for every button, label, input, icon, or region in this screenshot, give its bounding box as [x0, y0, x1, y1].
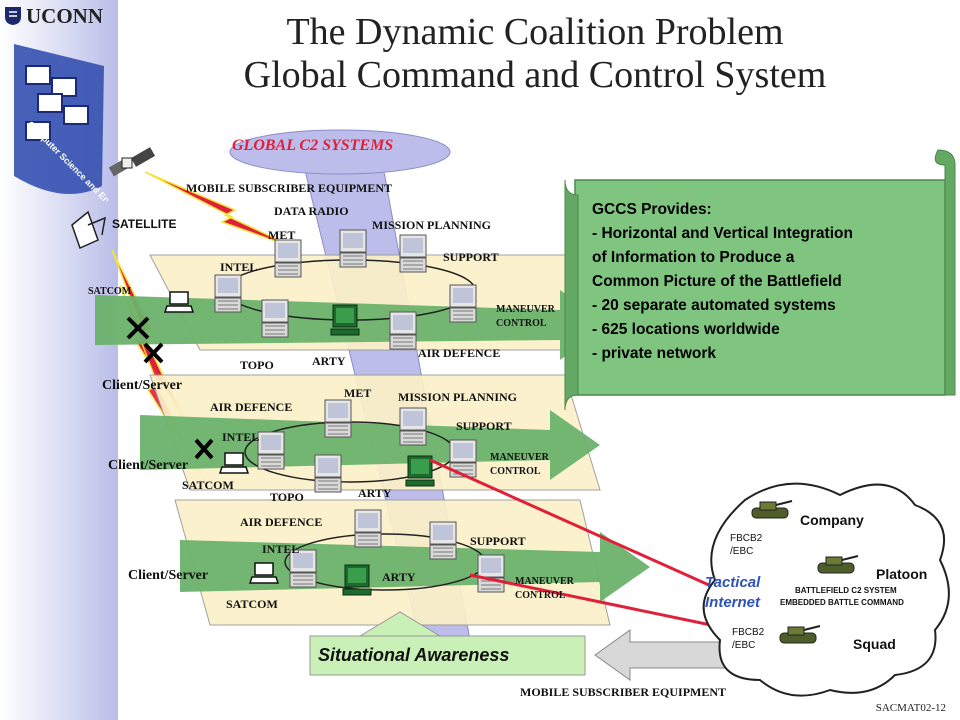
l2-topo: TOPO: [270, 490, 304, 504]
l3-satcom: SATCOM: [226, 597, 278, 611]
satellite-label: SATELLITE: [112, 217, 177, 231]
brand-name: UCONN: [26, 4, 103, 28]
l2-air-defence: AIR DEFENCE: [210, 400, 293, 414]
l1-support: SUPPORT: [443, 250, 499, 264]
computer-science-logo: Computer Science and Engineering: [14, 44, 116, 201]
page-title-line2: Global Command and Control System: [243, 54, 827, 96]
l1-air-defence: AIR DEFENCE: [418, 346, 501, 360]
page-title-line1: The Dynamic Coalition Problem: [286, 11, 784, 53]
uconn-seal-icon: [4, 6, 22, 26]
gccs-line-5: - 625 locations worldwide: [592, 321, 780, 338]
l2-satcom: SATCOM: [182, 478, 234, 492]
l3-air-defence: AIR DEFENCE: [240, 515, 323, 529]
cloud-squad: Squad: [853, 636, 896, 652]
broken-link-x-marks: [126, 316, 214, 460]
l2-arty: ARTY: [358, 486, 392, 500]
gccs-line-4: - 20 separate automated systems: [592, 297, 836, 314]
gccs-line-3: Common Picture of the Battlefield: [592, 273, 842, 290]
l1-maneuver-control: MANEUVER CONTROL: [496, 304, 555, 329]
l3-support: SUPPORT: [470, 534, 526, 548]
global-c2-banner: GLOBAL C2 SYSTEMS: [232, 137, 394, 154]
l1-arty: ARTY: [312, 354, 346, 368]
gccs-heading: GCCS Provides:: [592, 201, 712, 218]
data-radio-label: DATA RADIO: [274, 204, 349, 218]
satellite-icon: [108, 147, 156, 177]
gccs-line-6: - private network: [592, 345, 717, 362]
satcom-label-top: SATCOM: [88, 286, 132, 297]
tactical-links: [429, 458, 736, 632]
gccs-text-box: GCCS Provides: - Horizontal and Vertical…: [592, 198, 947, 366]
cloud-company: Company: [800, 512, 864, 528]
mse-return-arrow: [594, 629, 731, 681]
l2-mission-planning: MISSION PLANNING: [398, 390, 518, 404]
battlefield-c2-line1: BATTLEFIELD C2 SYSTEM: [795, 586, 897, 595]
brand-uconn: UCONN: [4, 4, 103, 29]
cloud-fbcb2-top: FBCB2 /EBC: [730, 533, 763, 557]
l1-mission-planning: MISSION PLANNING: [372, 218, 492, 232]
l2-client-server: Client/Server: [108, 458, 189, 473]
situational-awareness-label: Situational Awareness: [318, 645, 510, 665]
tactical-internet-cloud: [702, 482, 950, 697]
l2-maneuver-control: MANEUVER CONTROL: [490, 452, 549, 477]
l1-client-server: Client/Server: [102, 378, 183, 393]
satellite-dish-icon: [71, 210, 106, 250]
cloud-fbcb2-bottom: FBCB2 /EBC: [732, 627, 765, 651]
l3-arty: ARTY: [382, 570, 416, 584]
l2-met: MET: [344, 386, 372, 400]
cloud-platoon: Platoon: [876, 566, 928, 582]
l1-met: MET: [268, 228, 296, 242]
l3-intel: INTEL: [262, 542, 300, 556]
tactical-internet-label: Tactical Internet: [705, 574, 761, 611]
gccs-line-2: of Information to Produce a: [592, 249, 795, 266]
l2-intel: INTEL: [222, 430, 260, 444]
battlefield-c2-line2: EMBEDDED BATTLE COMMAND: [780, 598, 904, 607]
gccs-line-1: - Horizontal and Vertical Integration: [592, 225, 853, 242]
mse-label-top: MOBILE SUBSCRIBER EQUIPMENT: [186, 181, 393, 195]
l1-topo: TOPO: [240, 358, 274, 372]
mse-label-bottom: MOBILE SUBSCRIBER EQUIPMENT: [520, 685, 727, 699]
l2-support: SUPPORT: [456, 419, 512, 433]
l3-client-server: Client/Server: [128, 568, 209, 583]
l3-maneuver-control: MANEUVER CONTROL: [515, 576, 574, 601]
slide-ref: SACMAT02-12: [875, 702, 946, 714]
situational-awareness-arrow: [309, 635, 586, 676]
l1-intel: INTEL: [220, 260, 258, 274]
